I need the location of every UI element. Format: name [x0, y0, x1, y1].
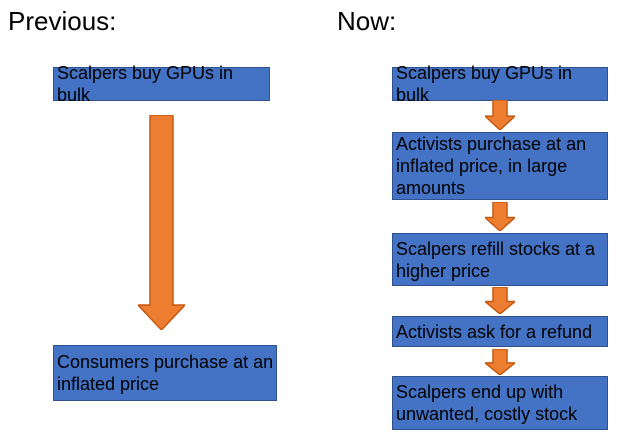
now-node-activists-refund: Activists ask for a refund: [392, 316, 608, 347]
now-node-scalpers-stuck: Scalpers end up with unwanted, costly st…: [392, 376, 608, 430]
down-arrow-small: [485, 202, 515, 231]
now-node-scalpers-buy: Scalpers buy GPUs in bulk: [392, 63, 608, 105]
now-heading: Now:: [337, 6, 397, 36]
node-label: Scalpers end up with unwanted, costly st…: [396, 382, 578, 424]
down-arrow-small: [485, 287, 515, 314]
node-label: Activists ask for a refund: [396, 321, 593, 342]
node-label: Scalpers buy GPUs in bulk: [396, 63, 573, 105]
previous-node-consumers-purchase: Consumers purchase at an inflated price: [53, 345, 277, 401]
node-label: Consumers purchase at an inflated price: [57, 352, 274, 394]
node-label: Activists purchase at an inflated price,…: [396, 134, 587, 198]
now-node-activists-purchase: Activists purchase at an inflated price,…: [392, 132, 608, 200]
now-node-scalpers-refill: Scalpers refill stocks at a higher price: [392, 233, 608, 286]
down-arrow-large: [138, 115, 185, 330]
down-arrow-small: [485, 100, 515, 130]
previous-node-scalpers-buy: Scalpers buy GPUs in bulk: [53, 63, 270, 105]
down-arrow-small: [485, 349, 515, 375]
node-label: Scalpers refill stocks at a higher price: [396, 238, 596, 281]
node-label: Scalpers buy GPUs in bulk: [57, 63, 234, 105]
previous-heading: Previous:: [8, 6, 117, 36]
